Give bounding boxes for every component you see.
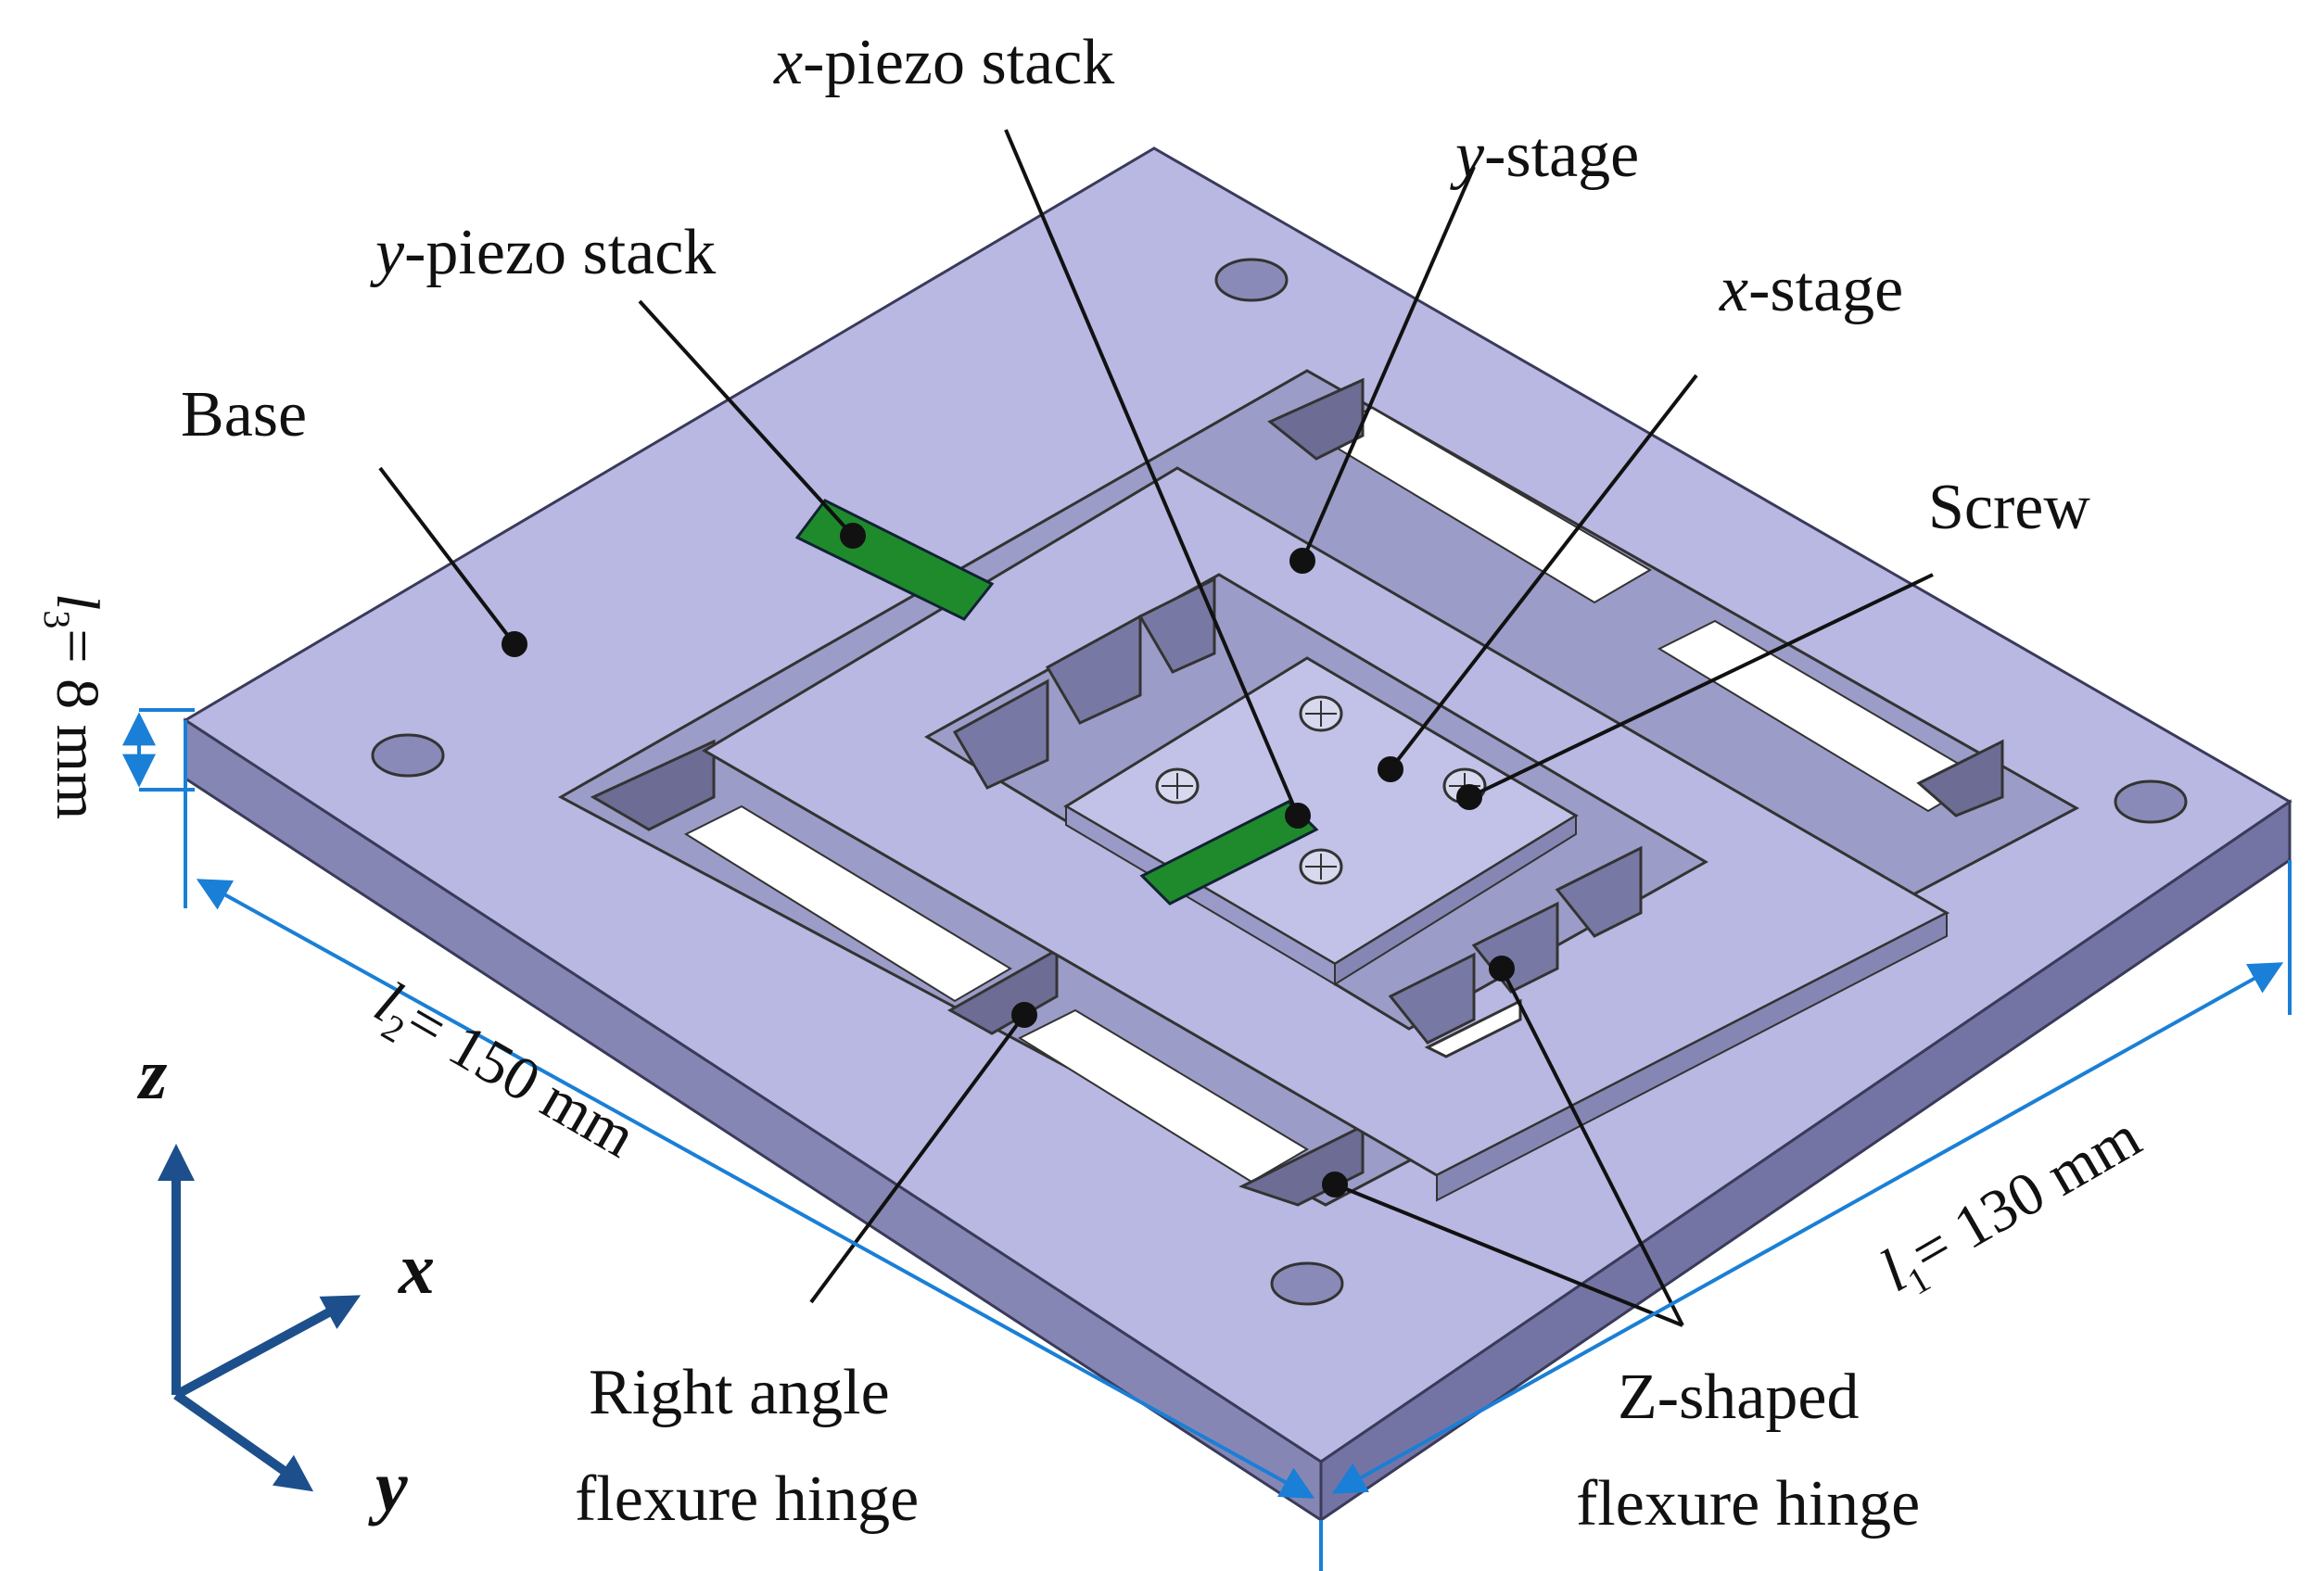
y-piezo-stack-label: y-piezo stack — [370, 217, 716, 288]
z-shaped-hinge-label-line1: Z-shaped — [1618, 1362, 1859, 1433]
screw — [1155, 767, 1200, 805]
base-label: Base — [181, 379, 307, 450]
x-piezo-stack-label: x-piezo stack — [773, 27, 1114, 98]
mounting-hole — [1214, 258, 1289, 302]
mounting-hole — [2114, 779, 2188, 824]
z-axis-label: z — [136, 1033, 168, 1114]
right-angle-hinge-label-line2: flexure hinge — [575, 1463, 919, 1535]
right-angle-flexure-hinge — [1916, 739, 2004, 817]
z-shaped-hinge-label-line2: flexure hinge — [1576, 1468, 1920, 1539]
right-angle-hinge-label-line1: Right angle — [589, 1357, 890, 1428]
right-angle-flexure-hinge — [590, 739, 716, 831]
x-axis-arrow — [173, 1295, 362, 1400]
y-stage-label: y-stage — [1450, 120, 1639, 191]
coordinate-axes — [158, 1144, 362, 1492]
screw-label: Screw — [1928, 472, 2090, 543]
y-axis-label: y — [368, 1446, 408, 1527]
mounting-hole — [371, 733, 445, 778]
dimension-lines — [122, 708, 2292, 1571]
mounting-hole — [1270, 1261, 1344, 1306]
x-stage-label: x-stage — [1719, 254, 1903, 325]
right-angle-flexure-hinge — [1267, 377, 1365, 461]
x-axis-label: x — [398, 1228, 435, 1309]
screw — [1299, 695, 1343, 732]
l3-dimension-label: l3= 8 mm — [36, 593, 111, 819]
screw — [1299, 848, 1343, 885]
l1-dimension-label: l1= 130 mm — [1869, 1103, 2155, 1311]
y-axis-arrow — [173, 1390, 314, 1492]
